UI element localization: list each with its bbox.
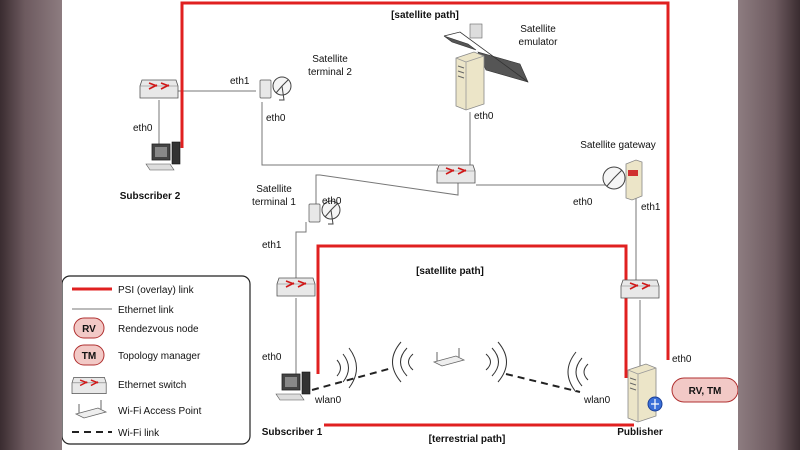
legend-rv-label: Rendezvous node — [118, 324, 199, 335]
ethernet-links — [158, 90, 641, 378]
legend-ethernet-link-label: Ethernet link — [118, 305, 175, 316]
satellite-gateway-icon — [602, 159, 643, 201]
rv-tm-badge: RV, TM — [671, 377, 739, 403]
iface-pub-eth0: eth0 — [672, 354, 692, 365]
publisher-label: Publisher — [617, 427, 663, 438]
wifi-access-point-icon — [433, 347, 465, 367]
switch-center-icon — [436, 164, 476, 184]
satellite-gateway-label: Satellite gateway — [580, 140, 656, 151]
iface-term1-eth1: eth1 — [262, 240, 282, 251]
satellite-path-label-top: [satellite path] — [391, 10, 459, 21]
diagram-canvas: [satellite path] [satellite path] [terre… — [61, 0, 739, 450]
legend-tm-label: Topology manager — [118, 351, 201, 362]
subscriber-1-pc-icon — [275, 371, 311, 401]
wifi-link-left — [311, 367, 393, 391]
psi-links — [180, 1, 670, 427]
satellite-terminal-2-label-line1: Satellite — [312, 54, 348, 65]
switch-bottom-left-icon — [276, 277, 316, 297]
legend-switch-label: Ethernet switch — [118, 380, 186, 391]
satellite-emulator-icon — [443, 23, 529, 111]
legend-wifi-link-label: Wi-Fi link — [118, 428, 160, 439]
iface-sub1-wlan0: wlan0 — [314, 395, 342, 406]
subscriber-2-pc-icon — [145, 141, 181, 171]
eth-link-term2-swc — [261, 102, 438, 166]
legend-rv-abbr: RV — [82, 324, 96, 335]
legend-tm-abbr: TM — [82, 351, 96, 362]
terrestrial-path-label: [terrestrial path] — [429, 434, 506, 445]
subscriber-1-label: Subscriber 1 — [262, 427, 323, 438]
iface-term2-eth0: eth0 — [266, 113, 286, 124]
switch-top-left-icon — [139, 79, 179, 99]
iface-sw-tl-eth1: eth1 — [230, 76, 250, 87]
satellite-terminal-1-label-line2: terminal 1 — [252, 197, 296, 208]
subscriber-2-label: Subscriber 2 — [120, 191, 181, 202]
wifi-link-right — [505, 373, 581, 393]
blurred-border-right — [738, 0, 800, 450]
wifi-waves — [336, 341, 589, 393]
legend-rv-badge — [73, 317, 105, 339]
network-diagram: [satellite path] [satellite path] [terre… — [61, 1, 739, 445]
legend: PSI (overlay) link Ethernet link RV Rend… — [61, 275, 251, 445]
publisher-server-icon — [627, 363, 663, 423]
iface-gw-eth0: eth0 — [573, 197, 593, 208]
rv-tm-badge-label: RV, TM — [689, 386, 722, 397]
eth-link-swc-term1 — [315, 174, 459, 205]
satellite-terminal-1-label-line1: Satellite — [256, 184, 292, 195]
iface-sub1-eth0: eth0 — [262, 352, 282, 363]
switch-right-icon — [620, 279, 660, 299]
legend-tm-badge — [73, 344, 105, 366]
legend-switch-icon — [71, 376, 107, 395]
satellite-terminal-2-label-line2: terminal 2 — [308, 67, 352, 78]
psi-link-mid — [316, 244, 628, 378]
legend-psi-link-label: PSI (overlay) link — [118, 285, 195, 296]
wifi-links — [311, 367, 581, 393]
satellite-terminal-2-icon — [259, 76, 292, 101]
legend-ap-label: Wi-Fi Access Point — [118, 406, 202, 417]
iface-sub2-eth0: eth0 — [133, 123, 153, 134]
iface-gw-eth1: eth1 — [641, 202, 661, 213]
eth-link-term1-swbl — [295, 222, 307, 278]
satellite-path-label-mid: [satellite path] — [416, 266, 484, 277]
iface-emu-eth0: eth0 — [474, 111, 494, 122]
satellite-emulator-label-line2: emulator — [519, 37, 559, 48]
iface-pub-wlan0: wlan0 — [583, 395, 611, 406]
psi-link-top — [180, 1, 670, 360]
satellite-emulator-label-line1: Satellite — [520, 24, 556, 35]
blurred-border-left — [0, 0, 62, 450]
iface-term1-eth0: eth0 — [322, 196, 342, 207]
